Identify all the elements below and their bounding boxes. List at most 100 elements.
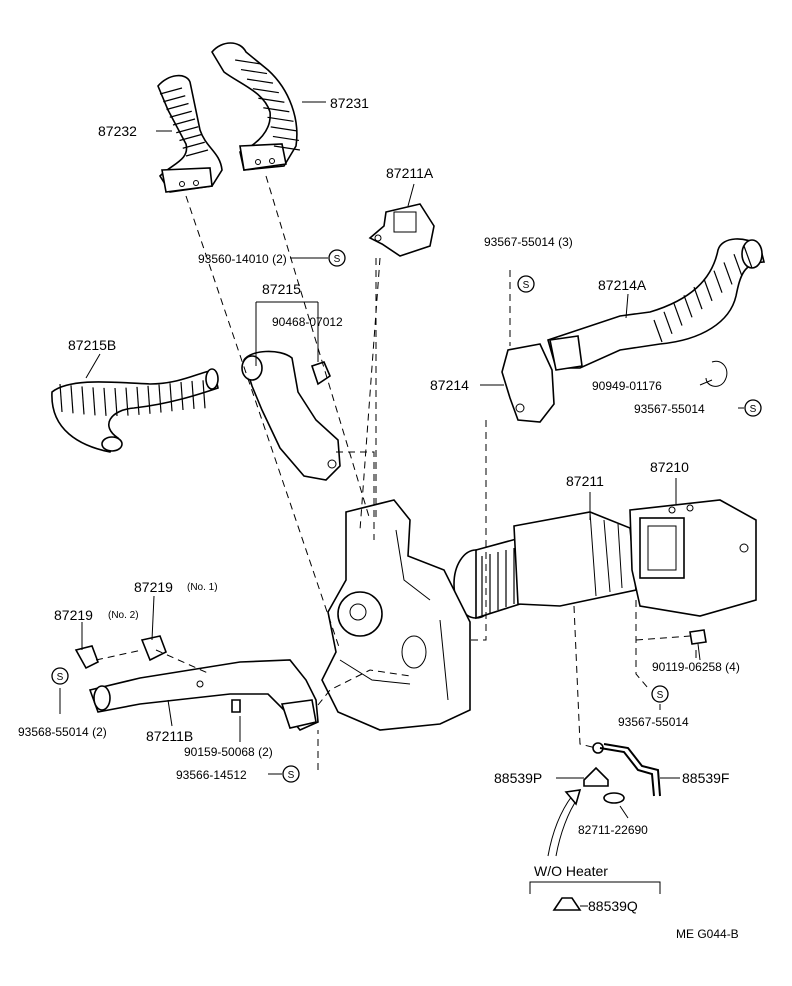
reference-code: ME G044-B [676,927,739,941]
label-90119-06258: 90119-06258 (4) [652,660,740,674]
arrow [547,789,582,857]
bracket-87219-no2 [74,645,100,670]
grommet-88539p [583,766,609,787]
label-87231: 87231 [330,95,369,111]
label-87215b: 87215B [68,337,116,353]
label-87211a: 87211A [386,165,434,181]
hose-87214a [547,238,766,371]
part-87214 [501,343,555,423]
hose-rib [263,107,290,113]
part-87211 [453,511,637,620]
hose-87214a-ribs [653,245,753,343]
hose-rib [252,88,279,94]
label-93566-14512: 93566-14512 [176,768,247,782]
s-symbol-letter: S [750,404,757,415]
hose-87231 [211,42,298,171]
hose-rib [273,145,301,151]
label-87211b: 87211B [146,728,193,744]
hose-rib [723,262,733,285]
s-symbol-letter: S [288,770,295,781]
hose-rib [180,381,184,411]
hose-rib [272,135,299,142]
hose-rib [270,126,297,132]
hose-rib [81,386,85,415]
wo-heater-box [529,881,661,894]
hose-rib [683,295,693,318]
label-82711-22690: 82711-22690 [578,823,648,837]
s-symbol [328,249,346,267]
part-87211b [88,659,319,731]
assembly-lines [95,175,691,770]
label-93567-55014-b: 93567-55014 [618,715,689,729]
s-symbol-letter: S [334,254,341,265]
hose-rib [163,95,186,103]
label-87219-no2-note: (No. 2) [108,610,139,621]
screw-90159 [231,699,241,713]
label-90468-07012: 90468-07012 [272,315,343,329]
bolt-90119 [689,629,707,661]
label-90159-50068: 90159-50068 (2) [184,745,273,759]
s-symbol [282,765,300,783]
label-88539q: 88539Q [588,898,638,914]
blower-ribs [481,548,515,616]
hose-rib [191,380,195,410]
hose-rib [185,149,209,157]
hose-rib [158,384,162,413]
label-88539f: 88539F [682,770,729,786]
label-87219-no2: 87219 [54,607,93,623]
hose-rib [246,78,274,84]
label-87219-no1: 87219 [134,579,173,595]
label-87214a: 87214A [598,277,647,293]
hose-rib [235,59,262,65]
label-87210: 87210 [650,459,689,475]
clamp-82711 [603,792,625,804]
hose-rib [92,387,96,416]
hose-rib [103,387,107,416]
hose-87232-ribs [159,87,209,157]
part-labels: 87232 87231 87211A 93560-14010 (2) 87215… [18,95,740,941]
drain-hose-88539f [592,742,661,797]
hose-rib [202,380,206,409]
part-87215 [241,350,341,481]
part-87210 [629,499,757,617]
leader-lines [59,101,744,907]
hose-rib [240,68,268,75]
s-symbol [51,667,69,685]
hose-rib [166,102,189,111]
hose-rib [179,133,202,142]
label-90949-01176: 90949-01176 [592,379,662,393]
hose-87232 [157,74,223,193]
hose-rib [653,319,663,343]
hose-rib [693,286,703,310]
label-wo-heater: W/O Heater [534,863,608,879]
hose-rib [169,383,173,412]
s-symbol-letter: S [657,690,664,701]
hose-87215b-ribs [59,380,206,417]
grommet-88539q [552,897,582,911]
label-93567-55014-a: 93567-55014 [634,402,705,416]
label-87215: 87215 [262,281,301,297]
s-symbols: S S S S S S [51,249,762,783]
label-88539p: 88539P [494,770,542,786]
label-87219-no1-note: (No. 1) [187,582,218,593]
part-87211a [368,203,435,257]
clip-90949 [705,360,728,387]
hose-rib [136,386,140,415]
label-93568-55014: 93568-55014 (2) [18,725,107,739]
label-93560-14010: 93560-14010 (2) [198,252,287,266]
hose-rib [114,387,118,417]
hose-87231-ribs [235,59,301,151]
hose-rib [743,245,753,269]
hose-rib [70,385,74,414]
hose-rib [733,254,743,277]
hose-87215b [51,368,219,453]
hose-rib [182,141,205,149]
hose-rib [267,116,294,122]
hose-rib [713,270,723,293]
hose-rib [147,385,151,414]
hose-rib [59,383,63,413]
hose-rib [673,303,683,326]
hose-rib [125,387,129,416]
label-93567-55014-3: 93567-55014 (3) [484,235,573,249]
hose-rib [169,110,192,118]
